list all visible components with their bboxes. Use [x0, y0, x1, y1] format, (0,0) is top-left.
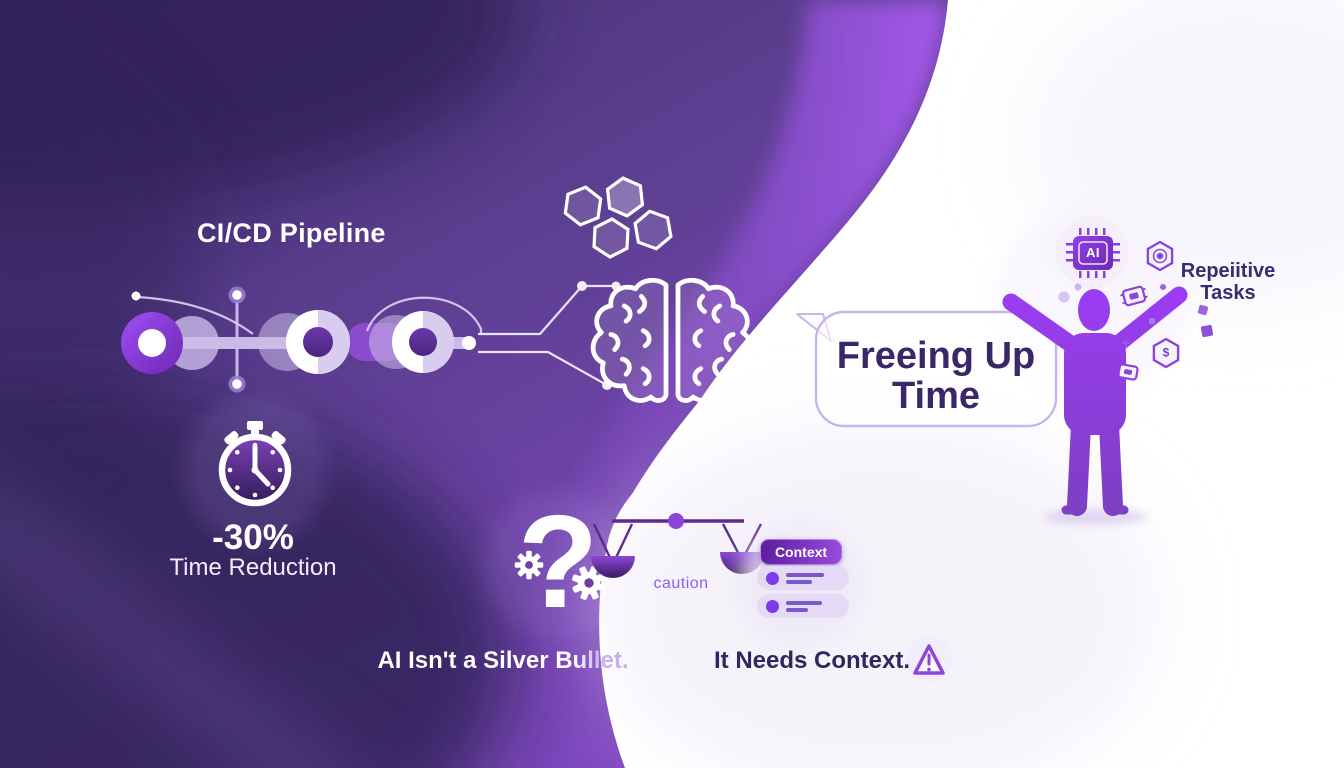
gear-icon [514, 550, 544, 580]
hexagon-icon [563, 185, 603, 227]
square-icon [1200, 324, 1214, 338]
bright-edge-band [523, 0, 948, 768]
skeleton-lines [786, 600, 822, 612]
pipeline-node-2 [286, 310, 350, 374]
plus-icon: + [1121, 334, 1131, 352]
skeleton-line [786, 572, 824, 577]
question-mark: ? [517, 488, 599, 635]
square-icon [1197, 304, 1209, 316]
hexagon-icon [592, 217, 630, 259]
hexagon-icon [633, 209, 673, 251]
speech-bubble-text-line2: Time [891, 375, 981, 417]
metric-label: Time Reduction [169, 554, 337, 581]
bullet-dot-icon [766, 571, 779, 585]
bullet-dot-icon [766, 599, 779, 613]
dollar-hexagon-icon [1152, 337, 1180, 369]
chip-icon [1120, 285, 1148, 307]
hexagon-cluster [563, 176, 673, 259]
skeleton-line [786, 607, 808, 612]
context-list-item [757, 594, 849, 618]
ai-chip-label: AI [1086, 244, 1100, 260]
skeleton-lines [786, 572, 824, 584]
pipeline-diagram [121, 281, 621, 393]
brain-icon [590, 277, 754, 403]
repetitive-tasks-label: Repeiitive Tasks [1181, 260, 1275, 305]
skeleton-line [786, 600, 822, 605]
statement-silver-bullet: AI Isn't a Silver Bullet. [377, 647, 629, 674]
pipeline-arc [136, 295, 254, 335]
context-list-item [757, 566, 849, 590]
stopwatch-icon [218, 421, 292, 507]
dollar-icon: $ [1162, 345, 1170, 360]
speech-bubble-icon [796, 310, 1058, 428]
statement-needs-context: It Needs Context. [713, 647, 911, 674]
warning-icon [906, 636, 952, 682]
hexagon-badge-icon [1146, 240, 1174, 272]
dot-icon [1160, 284, 1166, 290]
pipeline-node-1 [121, 312, 183, 374]
pipeline-node-3 [392, 311, 454, 373]
context-badge: Context [760, 539, 842, 565]
pipeline-title: CI/CD Pipeline [197, 218, 386, 248]
speech-bubble-text-line1: Freeing Up [836, 335, 1036, 377]
square-icon [1149, 318, 1155, 324]
floating-task-icons [1117, 240, 1214, 381]
ai-chip-icon [1056, 216, 1128, 303]
repetitive-tasks-line2: Tasks [1200, 282, 1256, 305]
chip-icon [1117, 363, 1139, 381]
repetitive-tasks-line1: Repeiitive [1180, 260, 1276, 282]
pipeline-arc [365, 296, 483, 335]
person-figure [1002, 286, 1188, 525]
metric-value: -30% [212, 518, 294, 557]
circuit-lines [478, 284, 614, 385]
scales-caption: caution [653, 575, 709, 592]
hexagon-icon [605, 176, 645, 218]
skeleton-line [786, 579, 812, 584]
